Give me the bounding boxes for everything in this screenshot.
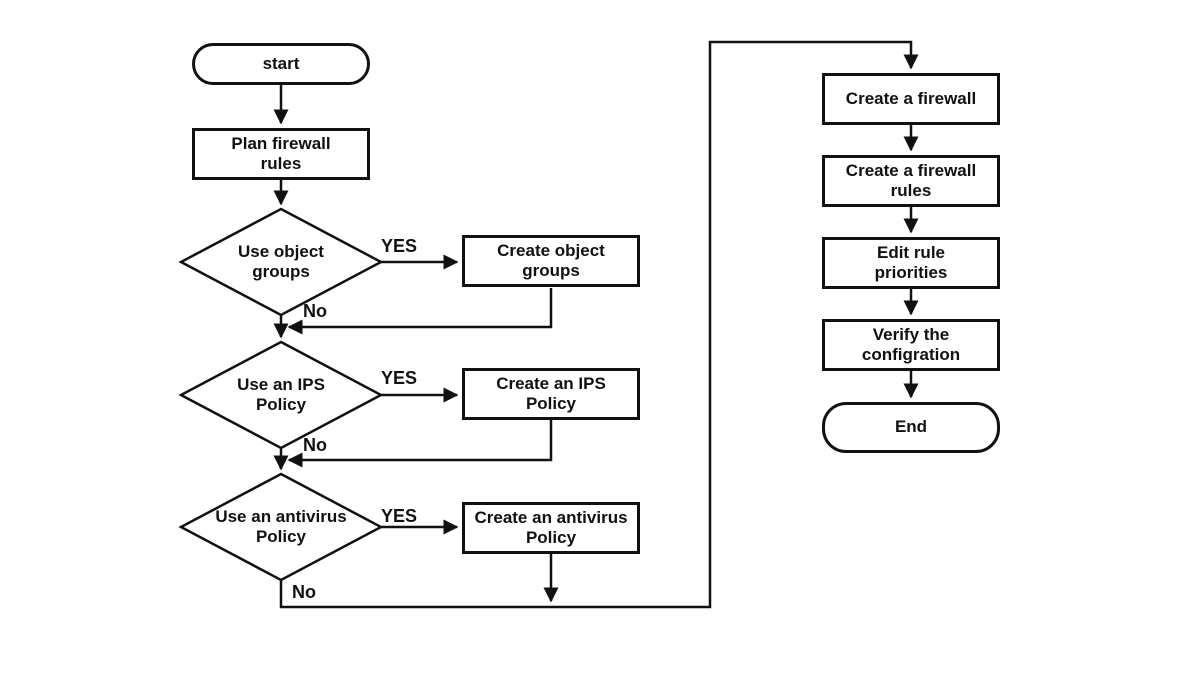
edge-label-ips-policy-yes: YES [381, 368, 418, 388]
node-create-ips-policy: Create an IPS Policy [462, 368, 640, 420]
node-create-firewall-rules: Create a firewall rules [822, 155, 1000, 207]
edge-label-antivirus-no: No [292, 582, 316, 602]
edge-create-ips-return [287, 420, 553, 468]
node-create-firewall: Create a firewall [822, 73, 1000, 125]
node-use-antivirus-policy: Use an antivirus Policy [215, 506, 347, 546]
node-edit-rule-priorities: Edit rule priorities [822, 237, 1000, 289]
node-use-object-groups: Use object groups [238, 241, 324, 281]
node-create-antivirus-policy: Create an antivirus Policy [462, 502, 640, 554]
edge-label-object-groups-no: No [303, 301, 327, 321]
edge-create-object-groups-return [287, 288, 553, 335]
decision-diamond-antivirus-policy [178, 472, 384, 582]
edge-label-object-groups-yes: YES [381, 236, 418, 256]
node-create-object-groups: Create object groups [462, 235, 640, 287]
node-plan-firewall-rules: Plan firewall rules [192, 128, 370, 180]
node-use-ips-policy: Use an IPS Policy [237, 374, 325, 414]
decision-diamond-ips-policy [178, 340, 384, 450]
edge-label-antivirus-yes: YES [381, 506, 418, 526]
node-start: start [192, 43, 370, 85]
edge-no-loop-to-create-firewall [279, 40, 919, 609]
edge-label-ips-policy-no: No [303, 435, 327, 455]
node-verify-configuration: Verify the configration [822, 319, 1000, 371]
decision-diamond-object-groups [178, 207, 384, 317]
node-end: End [822, 402, 1000, 453]
